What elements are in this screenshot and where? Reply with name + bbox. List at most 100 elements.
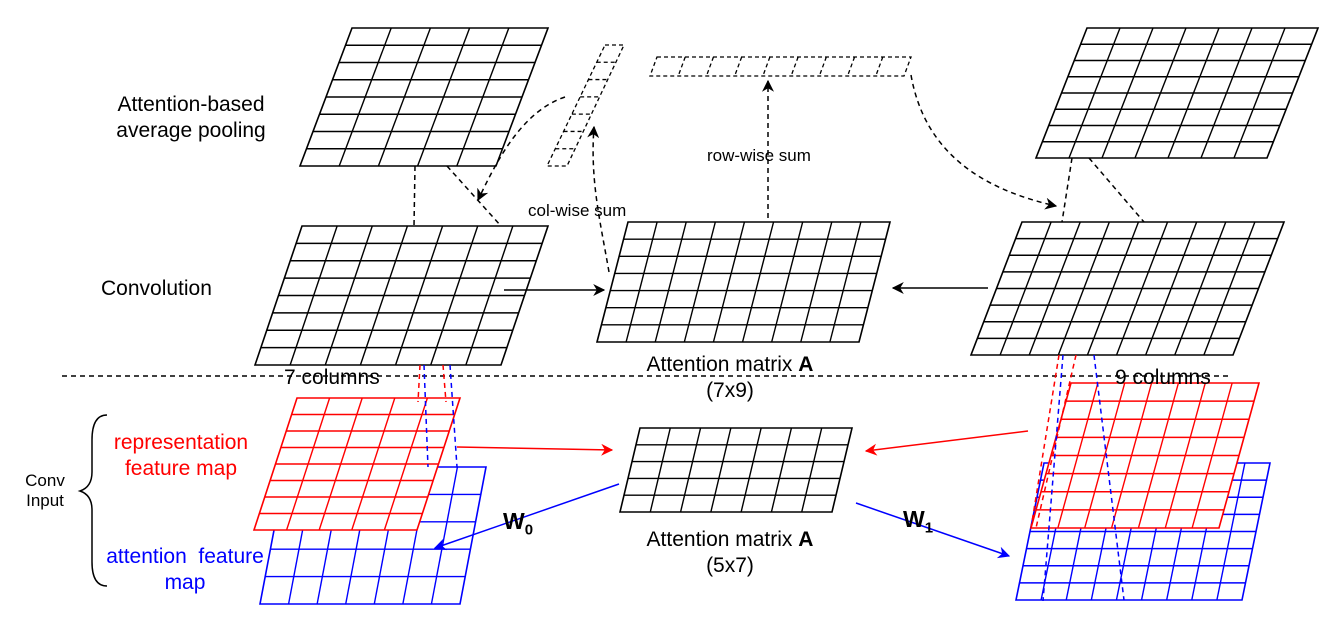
w0-index: 0 — [524, 521, 534, 539]
pooling-grid-right-col-line — [1200, 27, 1253, 159]
attention-matrix-bottom-text: Attention matrix — [646, 528, 793, 551]
representation-feature-map-label: representation feature map — [100, 430, 262, 482]
representation-feature-map-grid-left — [252, 397, 462, 531]
row-sum-to-pool-arrow — [910, 74, 1058, 210]
col-wise-sum-label: col-wise sum — [528, 201, 627, 220]
attention-matrix-bottom-grid-border — [618, 427, 854, 513]
col-sum-up-arrow — [587, 125, 610, 273]
pooling-grid-right — [1034, 27, 1320, 159]
convolution-grid-right-col-line — [1028, 221, 1081, 356]
row-sum-vector-cell-line — [846, 56, 856, 77]
convolution-grid-right — [969, 221, 1286, 356]
attention-matrix-top-symbol: A — [798, 353, 814, 376]
col-sum-vector-border — [545, 44, 626, 167]
row-wise-sum-label: row-wise sum — [707, 146, 811, 165]
attention-matrix-top-grid-col-line — [741, 221, 775, 343]
attention-matrix-bottom-dims: (5x7) — [706, 554, 754, 577]
representation-feature-map-grid-right-col-line — [1164, 382, 1206, 529]
convolution-grid-left-col-line — [394, 225, 444, 366]
convolution-grid-left-col-line — [289, 225, 338, 366]
row-sum-vector-cell-line — [875, 56, 884, 77]
pooling-label-line-1: Attention-based — [117, 93, 265, 116]
representation-feature-map-grid-right — [1029, 382, 1261, 529]
representation-feature-map-grid-right-col-line — [1137, 382, 1180, 529]
w1-index: 1 — [924, 519, 934, 537]
pooling-grid-left-col-line — [416, 27, 471, 167]
representation-label-line-2: feature map — [124, 457, 238, 480]
attention-feature-map-label: attention feature map — [93, 544, 277, 596]
convolution-grid-right-col-line — [1203, 221, 1256, 356]
pooling-grid-left-col-line — [456, 27, 510, 167]
representation-label-line-1: representation — [113, 431, 249, 454]
representation-feature-map-grid-left-col-line — [383, 397, 429, 531]
right-pool-tie-2 — [1088, 157, 1145, 223]
pooling-label: Attention-based average pooling — [96, 92, 286, 144]
pooling-grid-right-col-line — [1167, 27, 1220, 159]
attention-matrix-bottom-grid-col-line — [649, 427, 671, 513]
conv-input-label: Conv Input — [14, 471, 76, 511]
convolution-label: Convolution — [101, 277, 212, 300]
convolution-grid-right-col-line — [999, 221, 1052, 356]
convolution-grid-right-col-line — [1145, 221, 1198, 356]
convolution-grid-right-col-line — [1057, 221, 1110, 356]
conv-input-brace — [77, 414, 108, 587]
attention-matrix-top-text: Attention matrix — [646, 353, 793, 376]
attention-matrix-bottom-title: Attention matrix A — [600, 527, 860, 553]
left-pool-tie-1 — [413, 165, 416, 227]
attention-matrix-bottom-grid-col-line — [740, 427, 762, 513]
convolution-grid-left-col-line — [359, 225, 409, 366]
row-sum-vector-cell-line — [762, 56, 771, 77]
attention-matrix-bottom-grid-col-line — [679, 427, 702, 513]
pooling-grid-left-col-line — [377, 27, 432, 167]
attention-matrix-bottom-grid-col-line — [710, 427, 732, 513]
sum-vector-layer — [545, 44, 912, 167]
pooling-grid-right-col-line — [1068, 27, 1121, 159]
connector-layer — [62, 74, 1232, 602]
representation-feature-map-grid-right-col-line — [1110, 382, 1153, 529]
grid-layer — [252, 27, 1320, 605]
attention-fm-label-line-1: attention feature — [106, 545, 264, 568]
right-pool-tie-1 — [1061, 157, 1073, 223]
attention-matrix-top-grid-col-line — [800, 221, 833, 343]
convolution-grid-right-col-line — [1115, 221, 1169, 356]
right-window-red-line-1 — [1030, 354, 1060, 529]
attention-matrix-top-grid-col-line — [770, 221, 804, 343]
pooling-label-line-2: average pooling — [116, 119, 266, 142]
left-pool-tie-2 — [446, 165, 502, 227]
conv-input-label-line-1: Conv — [25, 471, 65, 490]
attention-fm-label-line-2: map — [164, 571, 206, 594]
left-columns-label: 7 columns — [284, 366, 380, 389]
representation-feature-map-grid-left-col-line — [351, 397, 396, 531]
representation-feature-map-grid-right-col-line — [1057, 382, 1099, 529]
row-sum-vector-border — [649, 56, 912, 77]
w0-label: W0 — [503, 508, 533, 544]
representation-feature-map-grid-right-col-line — [1191, 382, 1233, 529]
attention-matrix-bottom-symbol: A — [798, 528, 814, 551]
convolution-grid-right-col-line — [1174, 221, 1227, 356]
pooling-grid-right-col-line — [1233, 27, 1286, 159]
row-sum-vector-cell-line — [790, 56, 799, 77]
right-window-red-line-2 — [1035, 354, 1077, 529]
attention-matrix-bottom-caption: Attention matrix A (5x7) — [600, 527, 860, 579]
left-window-blue-line-1 — [423, 364, 429, 468]
representation-feature-map-grid-left-col-line — [285, 397, 331, 531]
convolution-grid-right-col-line — [1086, 221, 1140, 356]
red-right-to-attention-arrow — [864, 430, 1029, 456]
attention-matrix-top-dims: (7x9) — [706, 379, 754, 402]
convolution-grid-left-col-line — [465, 225, 514, 366]
representation-feature-map-grid-left-col-line — [318, 397, 363, 531]
row-sum-vector-cell-line — [677, 56, 686, 77]
attention-matrix-top-caption: Attention matrix A (7x9) — [600, 352, 860, 404]
attention-matrix-top-grid — [595, 221, 892, 343]
w1-letter: W — [903, 506, 925, 532]
left-window-blue-line-2 — [449, 364, 458, 468]
left-window-red-line-2 — [442, 364, 447, 403]
w0-letter: W — [503, 508, 525, 534]
col-sum-vector — [545, 44, 626, 167]
attention-feature-map-grid-right-col-line — [1216, 462, 1246, 601]
row-sum-vector-cell-line — [818, 56, 827, 77]
row-sum-vector-cell-line — [705, 56, 715, 77]
row-sum-vector — [649, 56, 912, 77]
w1-label: W1 — [903, 506, 933, 542]
pooling-grid-right-col-line — [1134, 27, 1187, 159]
